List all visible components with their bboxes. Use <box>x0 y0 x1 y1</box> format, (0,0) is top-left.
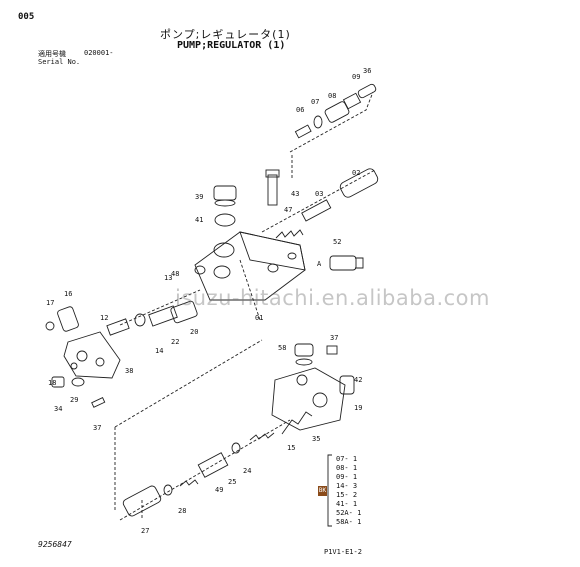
part-label: 49 <box>215 486 223 494</box>
part-label: 58 <box>278 344 286 352</box>
quantity-item: 15- 2 <box>336 491 358 499</box>
part-label: 20 <box>190 328 198 336</box>
part-label: 28 <box>178 507 186 515</box>
part-label: 37 <box>93 424 101 432</box>
part-label: 13 <box>164 274 172 282</box>
watermark: isuzu-hitachi.en.alibaba.com <box>175 286 490 310</box>
part-label: 22 <box>171 338 179 346</box>
part-label: 03 <box>315 190 323 198</box>
part-label: 19 <box>354 404 362 412</box>
quantity-item: 09- 1 <box>336 473 358 481</box>
part-label: 01 <box>255 314 263 322</box>
serial-label-japanese: 適用号機 <box>38 50 66 58</box>
part-callouts: 36 09 08 07 06 39 43 03 02 41 47 52 A 13… <box>46 67 371 535</box>
part-label: 14 <box>155 347 163 355</box>
title-japanese: ポンプ;レギュレータ(1) <box>160 28 291 41</box>
part-label: A <box>317 260 322 268</box>
part-label: 38 <box>125 367 133 375</box>
part-label: 36 <box>363 67 371 75</box>
part-label: 12 <box>100 314 108 322</box>
part-label: 43 <box>291 190 299 198</box>
quantity-item: 52A- 1 <box>336 509 362 517</box>
part-label: 29 <box>70 396 78 404</box>
quantity-kit-mark: BK <box>318 486 327 496</box>
drawing-number: 9256847 <box>38 540 72 549</box>
part-label: 42 <box>354 376 362 384</box>
page-code: P1V1-E1-2 <box>324 548 362 556</box>
part-label: 15 <box>287 444 295 452</box>
part-label: 24 <box>243 467 251 475</box>
quantity-item: 07- 1 <box>336 455 358 463</box>
part-label: 35 <box>312 435 320 443</box>
part-label: 37 <box>330 334 338 342</box>
quantity-item: 41- 1 <box>336 500 358 508</box>
serial-value: 020001- <box>84 49 114 57</box>
quantity-item: 14- 3 <box>336 482 358 490</box>
part-label: 07 <box>311 98 319 106</box>
title-english: PUMP;REGULATOR (1) <box>177 40 286 51</box>
part-label: 34 <box>54 405 62 413</box>
part-label: 02 <box>352 169 360 177</box>
part-label: 27 <box>141 527 149 535</box>
part-label: 08 <box>328 92 336 100</box>
quantity-item: 08- 1 <box>336 464 358 472</box>
part-label: 18 <box>48 379 56 387</box>
part-label: 41 <box>195 216 203 224</box>
part-label: 52 <box>333 238 341 246</box>
part-label: 16 <box>64 290 72 298</box>
part-label: 47 <box>284 206 292 214</box>
part-label: 25 <box>228 478 236 486</box>
quantity-item: 58A- 1 <box>336 518 362 526</box>
part-label: 39 <box>195 193 203 201</box>
drawing-lines <box>45 83 379 527</box>
part-label: 17 <box>46 299 54 307</box>
part-label: 06 <box>296 106 304 114</box>
serial-label-english: Serial No. <box>38 58 81 66</box>
part-label: 48 <box>171 270 179 278</box>
part-label: 09 <box>352 73 360 81</box>
page-number: 005 <box>18 12 35 22</box>
